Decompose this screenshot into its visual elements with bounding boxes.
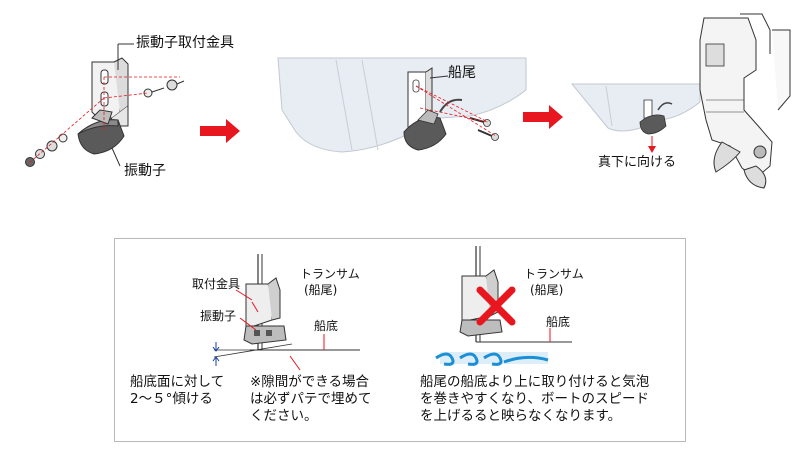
exploded-parts-illustration (25, 57, 185, 167)
transom-label-right: トランサム (524, 267, 584, 281)
transducer-label-small: 振動子 (200, 309, 237, 323)
stern-label: 船尾 (448, 65, 476, 81)
bracket-label-small: 取付金具 (192, 277, 241, 291)
down-arrow-icon (648, 146, 656, 153)
transducer-leader (111, 147, 121, 167)
tilt-note: 船底面に対して 2～５°傾ける (130, 374, 225, 407)
stern-paren-label: (船尾) (304, 283, 338, 297)
hull-bottom-label-right: 船底 (546, 315, 571, 329)
mini-transducer (639, 99, 673, 135)
arrow-right-icon (523, 105, 563, 129)
transducer-label: 振動子 (124, 163, 166, 179)
stern-alignment-lines (415, 85, 497, 137)
gap-note: ※隙間ができる場合 は必ずパテで埋めて ください。 (250, 374, 372, 424)
face-down-label: 真下に向ける (598, 155, 677, 170)
alignment-lines (27, 76, 180, 165)
warning-note: 船尾の船底より上に取り付けると気泡 を巻きやすくなり、ボートのスピード を上げる… (420, 374, 650, 424)
outboard-motor-icon (570, 13, 791, 189)
x-mark-icon (476, 286, 516, 326)
hull-bottom-label: 船底 (314, 319, 339, 333)
stern-mount-illustration (277, 57, 527, 153)
bubble-icon (435, 352, 549, 366)
bracket-label: 振動子取付金具 (136, 35, 234, 51)
arrow-right-icon (200, 119, 240, 143)
mounting-notes-panel (114, 238, 686, 442)
transom-label: トランサム (300, 267, 360, 281)
correct-mount-diagram (212, 254, 360, 366)
stern-paren-label-right: (船尾) (530, 283, 564, 297)
